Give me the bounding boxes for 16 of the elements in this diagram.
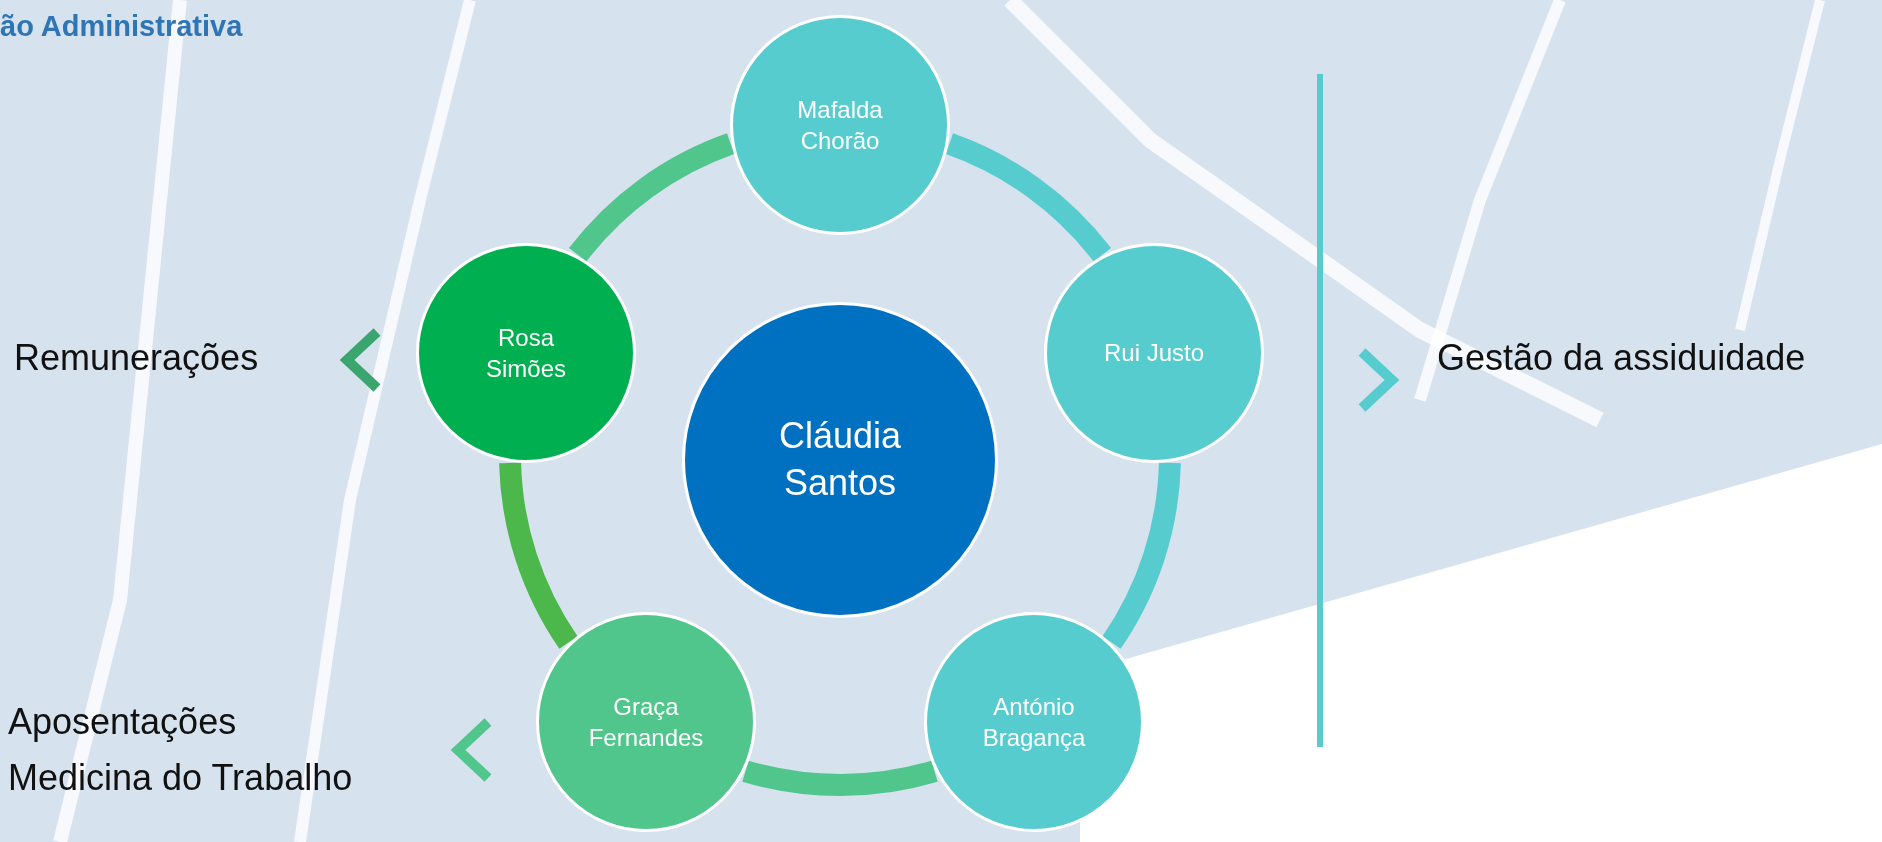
ring-arc (1102, 461, 1181, 649)
task-label: Aposentações (8, 700, 237, 744)
person-name: Graça Fernandes (587, 691, 705, 753)
ring-arc (945, 133, 1111, 262)
person-name: Rui Justo (1102, 338, 1205, 369)
task-label: Gestão da assiduidade (1437, 336, 1806, 380)
heading: ão Administrativa (0, 10, 243, 43)
person-name: António Bragança (981, 691, 1087, 753)
person-name: Rosa Simões (485, 322, 567, 384)
ring-arc (499, 461, 578, 649)
person-name: Cláudia Santos (777, 414, 903, 505)
ring-arc (569, 133, 735, 262)
task-label: Remunerações (14, 336, 259, 380)
ring-arc (743, 760, 937, 796)
person-name: Mafalda Chorão (796, 94, 884, 156)
task-label: Medicina do Trabalho (8, 756, 353, 800)
